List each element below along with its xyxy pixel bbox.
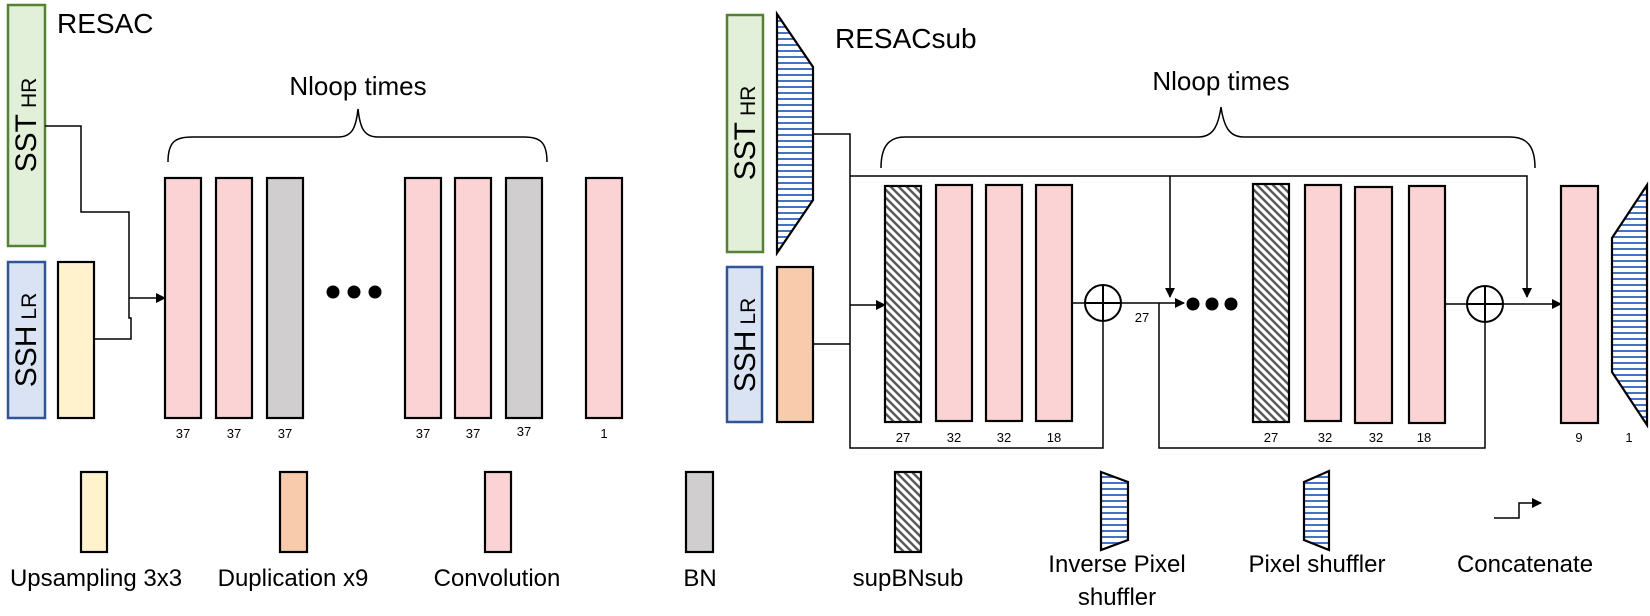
skip-connection xyxy=(813,133,1104,449)
output-conv-block xyxy=(1559,184,1600,425)
resacsub-network: RESACsub SSTHR SSHLR Nloop times xyxy=(725,10,1649,449)
layer-label: 37 xyxy=(416,426,430,441)
conv-block xyxy=(984,183,1024,423)
layer-label: 37 xyxy=(466,426,480,441)
ellipsis-dot xyxy=(1205,297,1219,311)
legend-convolution-swatch xyxy=(483,470,513,554)
layer-label: 9 xyxy=(1575,430,1582,445)
ellipsis-dot xyxy=(368,285,382,299)
bn-block xyxy=(265,176,305,420)
legend-supbnsub-swatch xyxy=(893,470,923,554)
pixel-shuffler-block xyxy=(1610,181,1649,429)
legend-concatenate-label: Concatenate xyxy=(1457,551,1593,578)
conv-block xyxy=(163,176,203,420)
legend-duplication-label: Duplication x9 xyxy=(218,565,369,592)
supbnsub-block xyxy=(1251,182,1291,424)
add-icon xyxy=(1466,285,1504,323)
layer-label: 37 xyxy=(176,426,190,441)
layer-label: 37 xyxy=(517,424,531,439)
sst-connector xyxy=(45,125,130,298)
conv-block xyxy=(453,176,493,420)
upsampling-block xyxy=(56,260,96,420)
legend-concatenate-icon xyxy=(1494,498,1542,519)
resac-network: RESAC SSTHR SSHLR Nloop times 37 37 37 3… xyxy=(6,3,624,441)
ssh-lr-label: SSHLR xyxy=(729,298,762,393)
sst-hr-input xyxy=(6,3,47,248)
nloop-brace xyxy=(167,108,548,163)
legend-upsampling-label: Upsampling 3x3 xyxy=(10,565,182,592)
legend-pixel-shuffler-swatch xyxy=(1302,469,1331,552)
layer-label: 37 xyxy=(278,426,292,441)
conv-block xyxy=(934,183,974,423)
nloop-label: Nloop times xyxy=(289,71,426,101)
sst-hr-input xyxy=(725,13,765,254)
layer-label: 32 xyxy=(947,430,961,445)
layer-label: 1 xyxy=(600,426,607,441)
legend-bn-label: BN xyxy=(683,565,716,592)
conv-block xyxy=(214,176,254,420)
legend-upsampling-swatch xyxy=(79,470,109,554)
sst-feed-line xyxy=(850,175,1532,298)
sst-hr-label: SSTHR xyxy=(10,78,43,173)
legend-inverse-pixel-shuffler-label-line2: shuffler xyxy=(1078,584,1156,611)
layer-label: 27 xyxy=(1264,430,1278,445)
layer-label: 27 xyxy=(896,430,910,445)
bn-block xyxy=(504,176,544,420)
ssh-connector xyxy=(94,298,132,340)
ellipsis-dot xyxy=(1186,297,1200,311)
nloop-brace xyxy=(880,106,1536,169)
ssh-lr-input xyxy=(6,260,47,420)
layer-label: 1 xyxy=(1625,430,1632,445)
add-icon xyxy=(1084,284,1122,322)
conv-block xyxy=(1407,184,1447,425)
skip-connection xyxy=(1158,303,1486,449)
legend-inverse-pixel-shuffler-swatch xyxy=(1099,470,1130,552)
layer-label: 18 xyxy=(1047,430,1061,445)
legend-convolution-label: Convolution xyxy=(434,565,561,592)
resacsub-title: RESACsub xyxy=(835,23,977,54)
layer-label: 32 xyxy=(997,430,1011,445)
layer-label: 32 xyxy=(1318,430,1332,445)
sst-hr-label: SSTHR xyxy=(729,86,762,181)
conv-block xyxy=(403,176,443,420)
legend-duplication-swatch xyxy=(278,470,309,554)
conv-block xyxy=(1353,185,1394,425)
conv-block xyxy=(1034,183,1074,423)
inverse-pixel-shuffler-block xyxy=(775,10,815,257)
layer-label: 37 xyxy=(227,426,241,441)
ellipsis-dot xyxy=(347,285,361,299)
legend-inverse-pixel-shuffler-label-line1: Inverse Pixel xyxy=(1048,551,1185,578)
output-conv-block xyxy=(584,176,624,420)
ellipsis-dot xyxy=(1224,297,1238,311)
supbnsub-block xyxy=(883,184,923,424)
ellipsis-dot xyxy=(326,285,340,299)
ssh-lr-label: SSHLR xyxy=(10,293,43,388)
duplication-block xyxy=(775,265,815,424)
layer-label: 18 xyxy=(1417,430,1431,445)
legend-bn-swatch xyxy=(684,470,715,554)
legend-pixel-shuffler-label: Pixel shuffler xyxy=(1249,551,1386,578)
legend-supbnsub-label: supBNsub xyxy=(853,565,964,592)
ssh-lr-input xyxy=(725,265,764,424)
nloop-label: Nloop times xyxy=(1152,66,1289,96)
legend: Upsampling 3x3 Duplication x9 Convolutio… xyxy=(10,469,1593,611)
resac-title: RESAC xyxy=(57,8,153,39)
layer-label: 32 xyxy=(1369,430,1383,445)
conv-block xyxy=(1303,183,1343,423)
mid-channel-label: 27 xyxy=(1135,310,1149,325)
